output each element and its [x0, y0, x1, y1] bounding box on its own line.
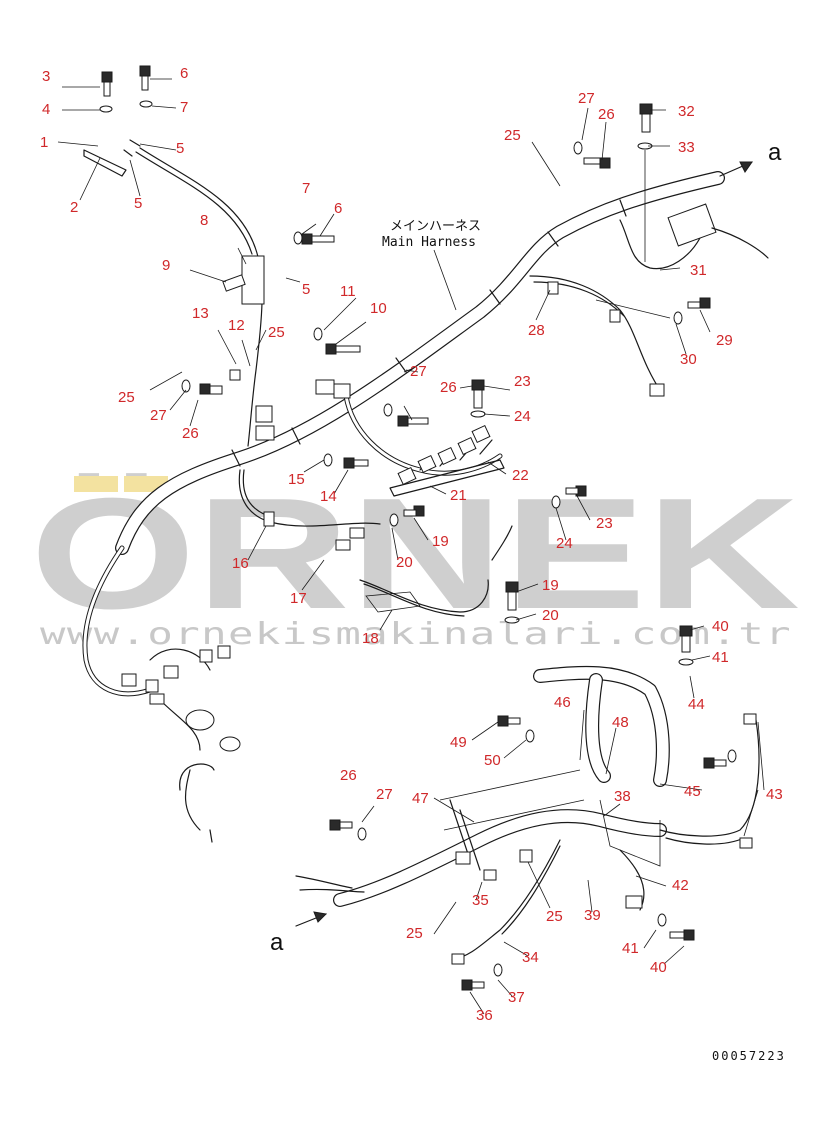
- callout-label: 32: [678, 103, 695, 120]
- callout-label: 39: [584, 907, 601, 924]
- callout-label: 31: [690, 262, 707, 279]
- callout-label: 41: [622, 940, 639, 957]
- callout-label: 25: [504, 127, 521, 144]
- watermark-url: www.ornekismakinalari.com.tr: [40, 617, 792, 652]
- callout-label: 21: [450, 487, 467, 504]
- callout-label: 8: [200, 212, 208, 229]
- callout-label: 19: [432, 533, 449, 550]
- callout-label: 11: [340, 283, 356, 300]
- lower-sub-harness: [238, 469, 513, 617]
- callout-label: 42: [672, 877, 689, 894]
- watermark: ÖRNEK www.ornekismakinalari.com.tr: [30, 466, 800, 652]
- callout-label: 24: [514, 408, 531, 425]
- callout-label: 26: [182, 425, 199, 442]
- callout-label: 29: [716, 332, 733, 349]
- callout-label: 17: [290, 590, 307, 607]
- callout-label: 25: [546, 908, 563, 925]
- watermark-umlaut-left: [74, 476, 118, 492]
- callout-label: 26: [598, 106, 615, 123]
- callout-label: 26: [340, 767, 357, 784]
- callout-label: 27: [410, 363, 427, 380]
- callout-label: 20: [542, 607, 559, 624]
- callout-label: 50: [484, 752, 501, 769]
- callout-label: 27: [376, 786, 393, 803]
- callout-label: 2: [70, 199, 78, 216]
- callout-label: 20: [396, 554, 413, 571]
- middle-branch: [315, 379, 505, 497]
- callout-label: 40: [712, 618, 729, 635]
- callout-label: 19: [542, 577, 559, 594]
- callout-label: 34: [522, 949, 539, 966]
- callout-label: 48: [612, 714, 629, 731]
- callout-label: 25: [268, 324, 285, 341]
- callout-label: 28: [528, 322, 545, 339]
- callout-label: 23: [514, 373, 531, 390]
- callout-label: 12: [228, 317, 245, 334]
- callout-label: 5: [176, 140, 184, 157]
- callout-label: 24: [556, 535, 573, 552]
- arrow-label-top: a: [768, 139, 782, 166]
- callout-label: 23: [596, 515, 613, 532]
- harness-label-english: Main Harness: [382, 235, 476, 250]
- callout-label: 7: [302, 180, 310, 197]
- callout-label: 7: [180, 99, 188, 116]
- callout-label: 30: [680, 351, 697, 368]
- callout-label: 36: [476, 1007, 493, 1024]
- callout-label: 27: [150, 407, 167, 424]
- callout-label: 35: [472, 892, 489, 909]
- harness-label-japanese: メインハーネス: [390, 219, 481, 234]
- document-number: 00057223: [712, 1049, 786, 1063]
- callout-label: 43: [766, 786, 783, 803]
- watermark-brand: ÖRNEK: [30, 466, 800, 642]
- callout-label: 15: [288, 471, 305, 488]
- leader-lines: [57, 78, 765, 1015]
- callout-label: 44: [688, 696, 705, 713]
- fasteners: [181, 141, 737, 991]
- callout-label: 13: [192, 305, 209, 322]
- callout-label: 26: [440, 379, 457, 396]
- upper-cable: [135, 147, 275, 447]
- callout-label: 25: [118, 389, 135, 406]
- callout-labels: 3 6 4 7 1 5 2 5 7 6 8 9 5 11 10 13 12 25…: [40, 65, 783, 1024]
- callout-label: 5: [134, 195, 142, 212]
- upper-right-branch: [529, 203, 769, 397]
- callout-label: 37: [508, 989, 525, 1006]
- upper-left-bracket: [83, 65, 153, 177]
- callout-label: 5: [302, 281, 310, 298]
- lower-right-harness: [295, 665, 760, 965]
- left-harness-branch: [82, 545, 241, 843]
- callout-label: 6: [180, 65, 188, 82]
- callout-label: 10: [370, 300, 387, 317]
- callout-label: 47: [412, 790, 429, 807]
- connection-arrows: [295, 161, 753, 927]
- callout-label: 41: [712, 649, 729, 666]
- callout-label: 3: [42, 68, 50, 85]
- callout-label: 38: [614, 788, 631, 805]
- callout-label: 9: [162, 257, 170, 274]
- callout-label: 22: [512, 467, 529, 484]
- arrow-label-bottom: a: [270, 929, 284, 956]
- callout-label: 49: [450, 734, 467, 751]
- callout-label: 14: [320, 488, 337, 505]
- callout-label: 33: [678, 139, 695, 156]
- callout-label: 18: [362, 630, 379, 647]
- top-right-fasteners: [637, 103, 653, 262]
- callout-label: 6: [334, 200, 342, 217]
- callout-label: 1: [40, 134, 48, 151]
- callout-label: 27: [578, 90, 595, 107]
- callout-label: 46: [554, 694, 571, 711]
- callout-label: 40: [650, 959, 667, 976]
- callout-label: 4: [42, 101, 50, 118]
- main-harness-tube: [115, 171, 725, 555]
- callout-label: 25: [406, 925, 423, 942]
- callout-label: 16: [232, 555, 249, 572]
- callout-label: 45: [684, 783, 701, 800]
- main-harness-label: メインハーネス Main Harness: [382, 219, 481, 250]
